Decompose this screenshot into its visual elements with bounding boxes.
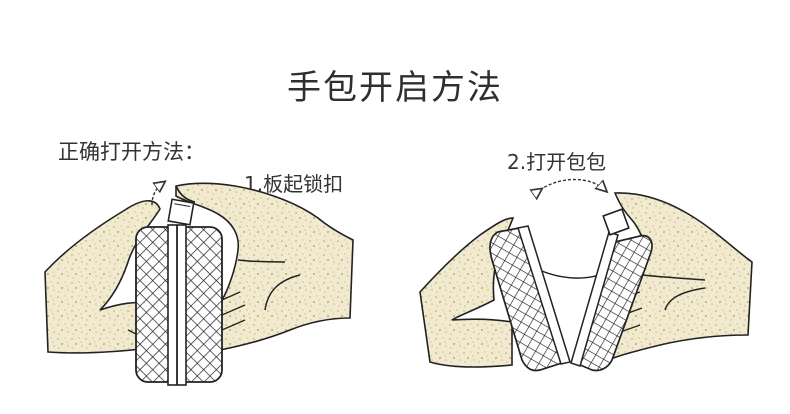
lift-arrow-icon bbox=[151, 183, 163, 206]
correct-method-label: 正确打开方法： bbox=[58, 140, 205, 164]
open-arrow-icon bbox=[540, 178, 605, 191]
bag-frame-left bbox=[517, 225, 571, 365]
clasp-icon bbox=[602, 208, 630, 236]
step-2-illustration bbox=[419, 178, 753, 372]
left-hand bbox=[419, 217, 515, 368]
page-title: 手包开启方法 bbox=[287, 68, 503, 108]
step-2-label: 2.打开包包 bbox=[507, 150, 607, 174]
bag-left-half bbox=[489, 227, 567, 372]
right-hand bbox=[606, 192, 753, 362]
bag-right-half bbox=[576, 234, 653, 372]
step-1-illustration bbox=[44, 182, 354, 386]
right-hand bbox=[175, 182, 354, 351]
clasp-icon bbox=[167, 198, 195, 226]
bag-frame-right bbox=[570, 231, 619, 367]
